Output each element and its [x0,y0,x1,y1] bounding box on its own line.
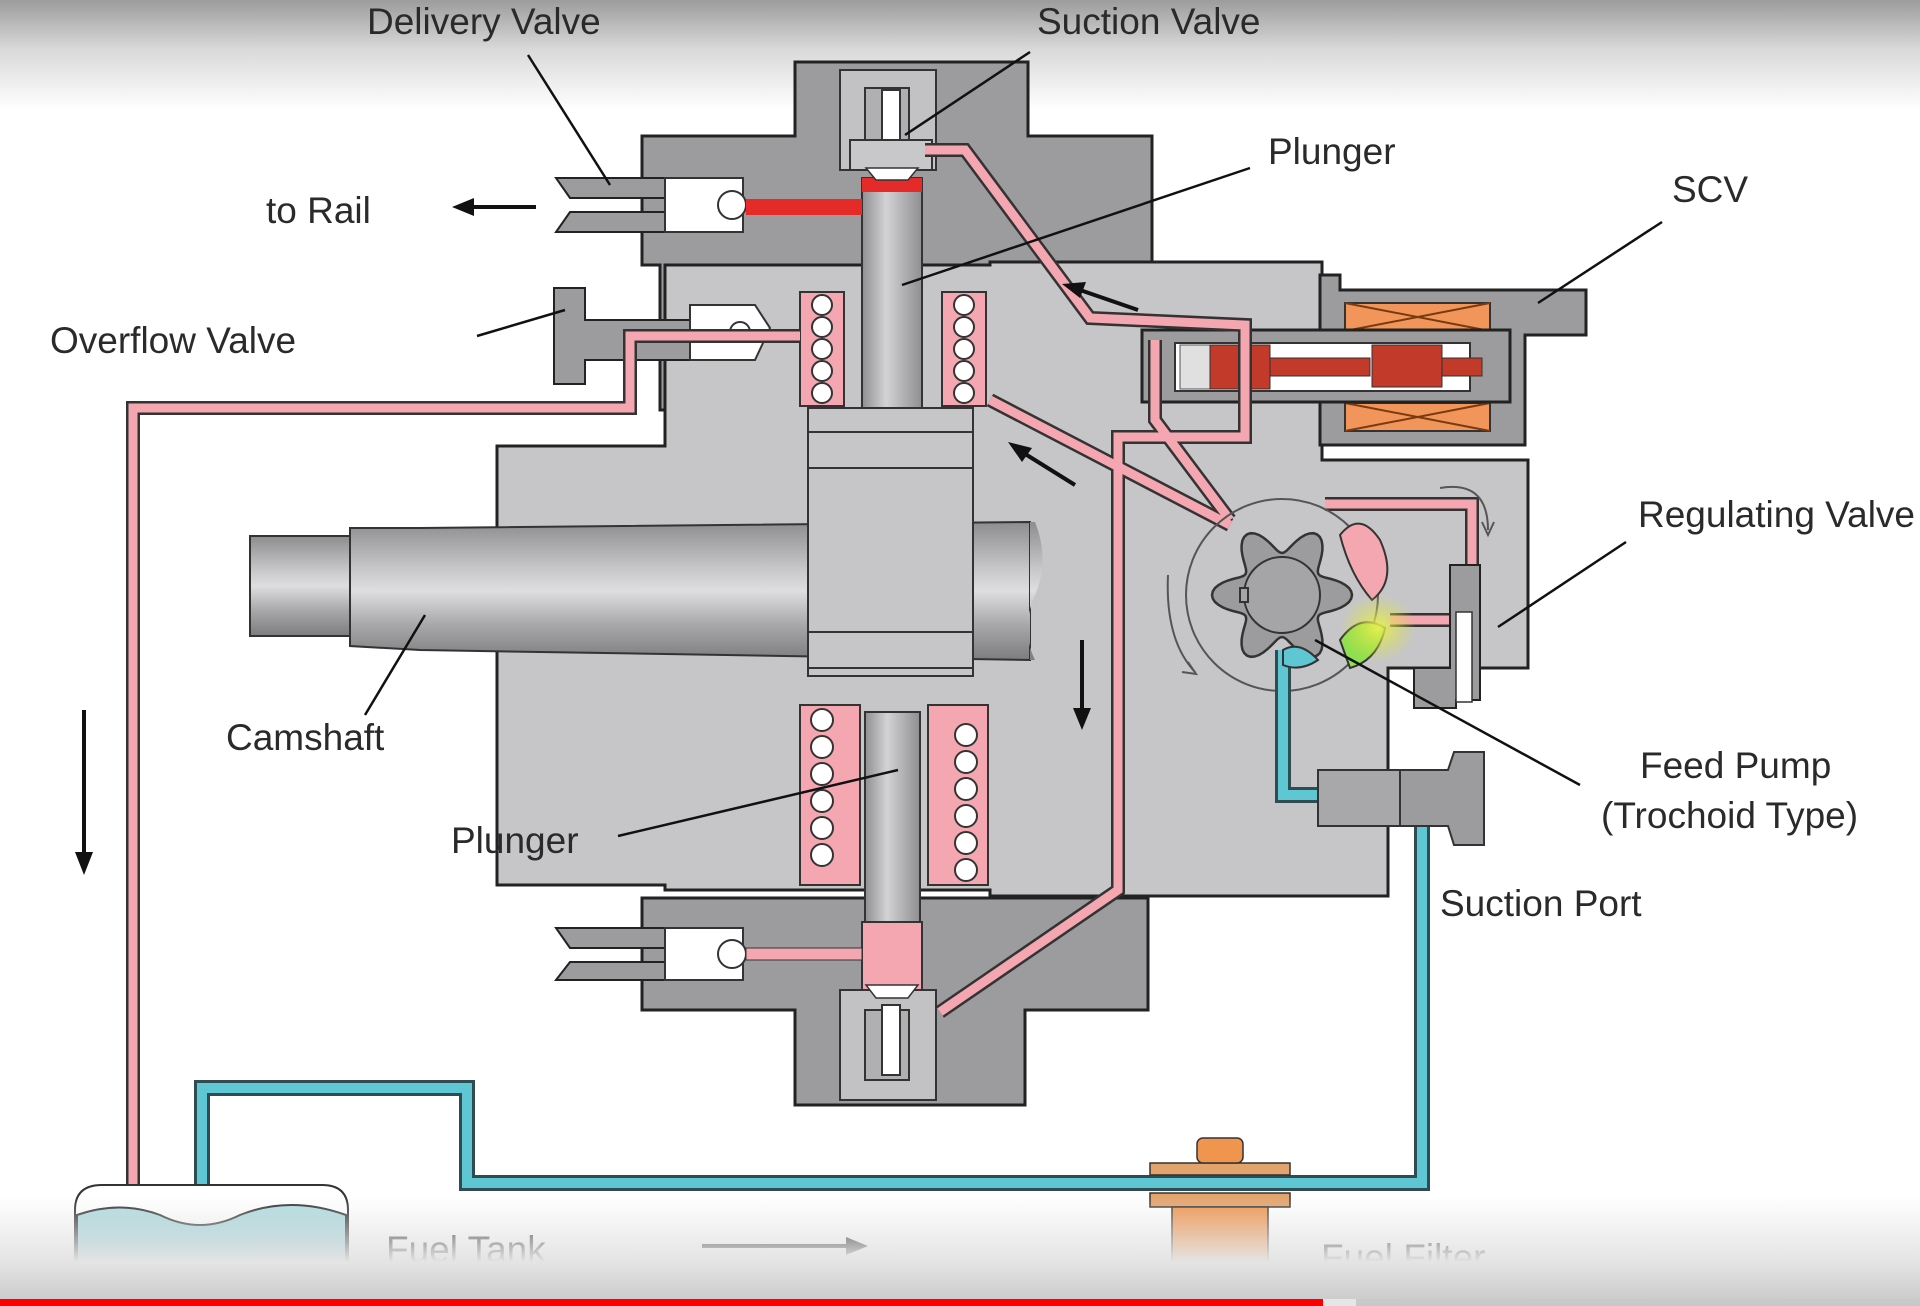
spring-coil [811,294,833,316]
label-suction-port: Suction Port [1440,883,1642,924]
spring-coil [810,762,834,786]
spring-coil [811,338,833,360]
spring-coil [954,750,978,774]
label-fuel-filter: Fuel Filter [1321,1237,1485,1278]
suction-port-fitting [1317,751,1485,846]
label-overflow-valve: Overflow Valve [50,320,296,361]
spring-coil [954,777,978,801]
label-fuel-tank: Fuel Tank [386,1229,546,1270]
spring-coil [810,789,834,813]
spring-coil [810,735,834,759]
arrow-up-left-icon [1062,282,1139,312]
arrow-down-icon [1073,640,1091,730]
feed-pump-trochoid [1166,485,1495,692]
spring-coil [810,708,834,732]
regulating-valve [1413,564,1481,709]
spring-coil [953,338,975,360]
progress-played [0,1299,1323,1306]
label-plunger-bottom: Plunger [451,820,579,861]
spring-coil [811,316,833,338]
video-progress-bar[interactable] [0,1299,1920,1306]
spring-coil [810,843,834,867]
spring-coil [953,382,975,404]
label-to-rail: to Rail [266,190,371,231]
label-feed-pump: Feed Pump [1640,745,1831,786]
label-scv: SCV [1672,169,1748,210]
label-delivery-valve: Delivery Valve [367,1,601,42]
suction-fuel-lines [194,645,1430,1300]
scv-assembly [1140,273,1588,447]
spring-coil [954,858,978,882]
label-plunger-top: Plunger [1268,131,1396,172]
spring-coil [954,804,978,828]
arrow-up-left-icon-2 [1008,442,1077,487]
label-camshaft: Camshaft [226,717,385,758]
delivery-valve-top [554,177,862,233]
leader-lines [363,50,1663,838]
spring-coil [954,831,978,855]
plunger-assembly [799,167,989,999]
arrow-down-return-icon [75,710,93,875]
label-feed-pump-type: (Trochoid Type) [1601,795,1858,836]
fuel-tank [74,1184,349,1301]
label-suction-valve: Suction Valve [1037,1,1261,42]
spring-coil [810,816,834,840]
spring-coil [811,360,833,382]
spring-coil [954,723,978,747]
spring-coil [953,294,975,316]
spring-coil [953,316,975,338]
arrow-left-to-rail-icon [452,198,536,216]
fuel-filter [1149,1137,1291,1301]
return-fuel-lines [126,143,1479,1245]
spring-coil [811,382,833,404]
label-regulating-valve: Regulating Valve [1638,494,1915,535]
delivery-valve-bottom [553,927,863,981]
spring-coil [953,360,975,382]
arrow-right-tank-icon [702,1237,868,1255]
